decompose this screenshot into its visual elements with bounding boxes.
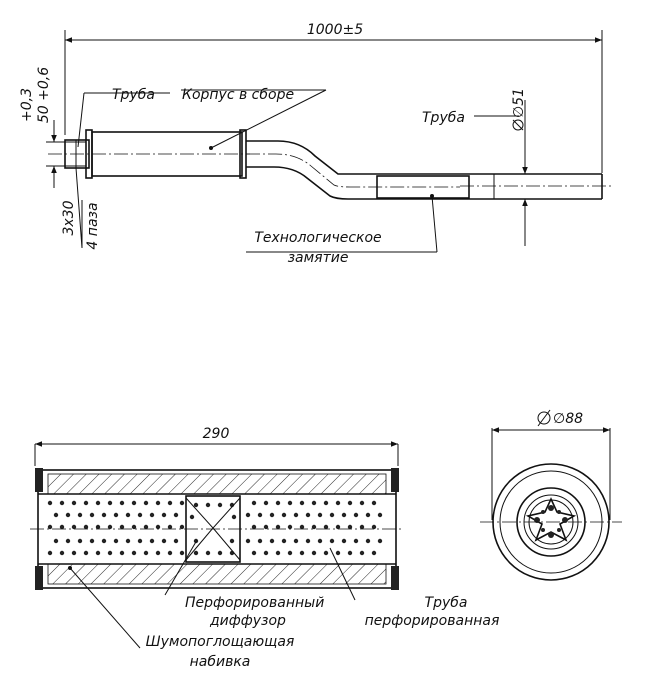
label-tech-crimp-2: замятие [288, 250, 349, 266]
label-packing-1: Шумопоглощающая [146, 634, 295, 650]
packing-top [47, 473, 387, 495]
bent-pipe-upper-edge [246, 140, 602, 175]
label-packing-2: набивка [190, 654, 251, 670]
label-tech-crimp-1: Технологическое [254, 230, 381, 246]
body-diameter-label: ∅88 [553, 411, 583, 427]
body-end-view: ∅88 [480, 409, 622, 581]
total-length-label: 1000±5 [307, 22, 363, 38]
flange-tolerance-label: +0,3 [19, 88, 35, 122]
packing-bottom [47, 563, 387, 585]
label-body-assembly: Корпус в сборе [182, 87, 294, 103]
label-perf-pipe-2: перфорированная [365, 613, 500, 629]
label-perf-diffuser-2: диффузор [209, 613, 286, 629]
label-pipe-left: Труба [112, 87, 155, 103]
left-pipe-stub [64, 139, 90, 169]
flange-size-label: 50 +0,6 [36, 67, 52, 123]
body-diameter-dimension: ∅88 [537, 409, 583, 427]
bent-pipe-lower-edge [246, 166, 602, 200]
body-section-view: 290 Перфорированный диффузор Труба перфо… [30, 426, 499, 670]
pipe-diameter-dimension: ∅51 [511, 88, 527, 131]
label-perf-pipe-1: Труба [425, 595, 468, 611]
muffler-body [91, 131, 243, 177]
slots-count-label: 3x30 [61, 200, 77, 235]
perforation-holes [47, 500, 383, 556]
label-pipe-right: Труба [422, 110, 465, 126]
slots-type-label: 4 паза [85, 202, 101, 249]
tech-crimp-zone [376, 175, 470, 199]
label-perf-diffuser-1: Перфорированный [185, 595, 324, 611]
body-length-label: 290 [203, 426, 230, 442]
assembly-side-view: 1000±5 +0,3 50 +0,6 3x30 4 паза [19, 22, 612, 266]
pipe-diameter-label: ∅51 [511, 88, 527, 118]
